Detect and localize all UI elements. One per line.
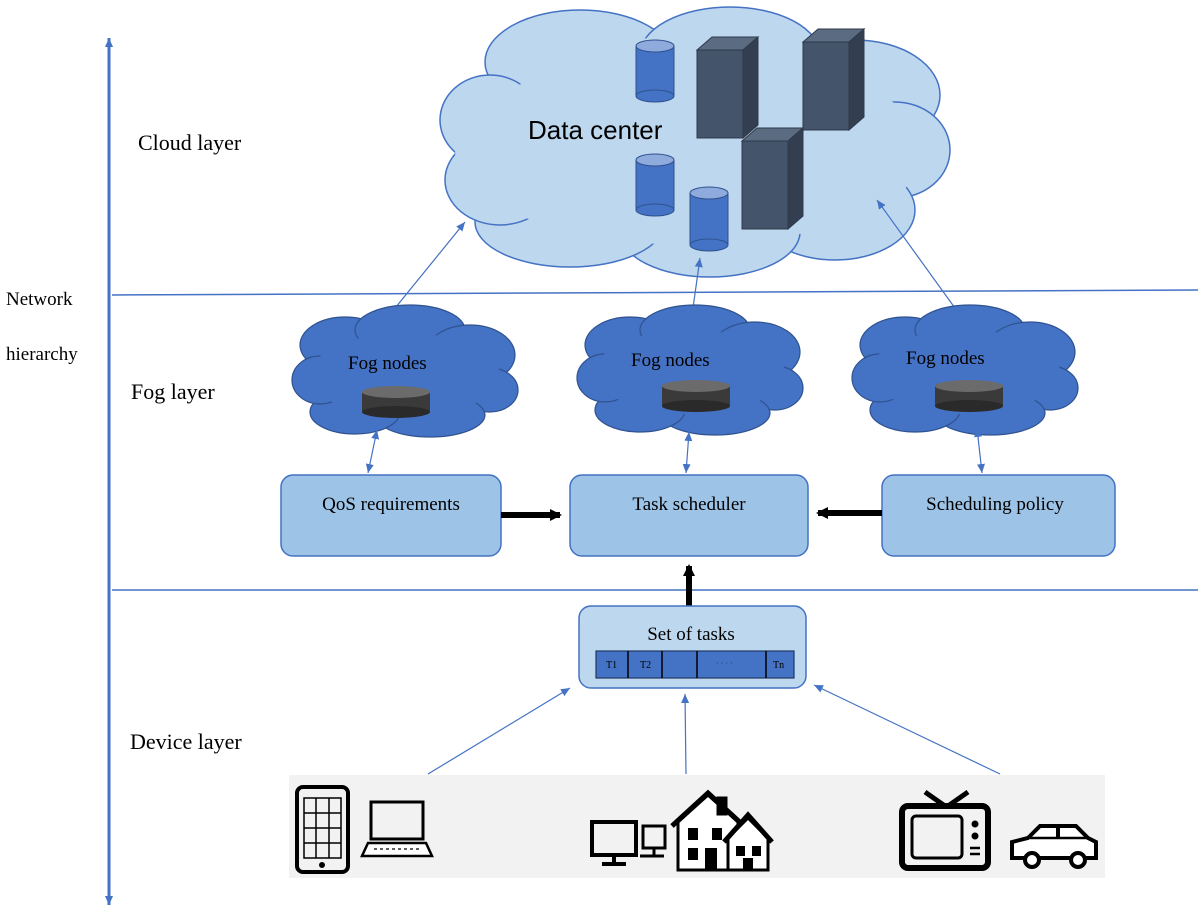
- set-of-tasks-box: Set of tasks T1 T2 · · · · Tn: [578, 605, 807, 689]
- qos-requirements-label: QoS requirements: [322, 494, 460, 515]
- cloud-fog-link: [386, 221, 466, 319]
- fog-node-label-3: Fog nodes: [906, 348, 985, 369]
- devices-to-tasks-link: [813, 684, 1001, 775]
- smartphone-icon: [295, 785, 350, 874]
- desktop-computers-icon: [590, 820, 667, 866]
- fog-node-cloud-1: [291, 304, 519, 438]
- server-icon: [801, 27, 866, 132]
- qos-requirements-box: QoS requirements: [280, 474, 502, 557]
- task-scheduler-label: Task scheduler: [632, 494, 746, 515]
- cloud-fog-link: [876, 199, 966, 323]
- fog-node-label-1: Fog nodes: [348, 353, 427, 374]
- server-icon: [695, 35, 760, 140]
- devices-to-tasks-link: [427, 687, 571, 775]
- cloud-layer-label: Cloud layer: [138, 130, 242, 155]
- task-cell-2: T2: [640, 660, 651, 671]
- scheduling-policy-box: Scheduling policy: [881, 474, 1116, 557]
- fog-scheduler-link: [682, 431, 693, 474]
- fog-node-cloud-3: [851, 304, 1079, 436]
- task-cell-n: Tn: [773, 660, 784, 671]
- fog-qos-link: [365, 429, 380, 474]
- task-scheduler-box: Task scheduler: [569, 474, 809, 557]
- server-icon: [740, 126, 805, 231]
- task-queue: [595, 650, 795, 679]
- axis-label-line2: hierarchy: [6, 344, 78, 365]
- devices-to-tasks-link: [681, 693, 690, 775]
- television-icon: [899, 789, 991, 871]
- scheduling-policy-label: Scheduling policy: [926, 494, 1064, 515]
- laptop-icon: [360, 800, 434, 858]
- database-icon: [635, 153, 675, 217]
- fog-storage-disk-icon: [935, 380, 1003, 412]
- database-icon: [635, 39, 675, 103]
- fog-storage-disk-icon: [662, 380, 730, 412]
- houses-icon: [670, 789, 774, 872]
- car-icon: [1010, 824, 1098, 869]
- task-cell-1: T1: [606, 660, 617, 671]
- database-icon: [689, 186, 729, 252]
- set-of-tasks-label: Set of tasks: [647, 624, 735, 645]
- cloud-fog-separator: [111, 289, 1199, 296]
- fog-node-cloud-2: [576, 304, 804, 436]
- fog-policy-link: [974, 427, 985, 474]
- fog-storage-disk-icon: [362, 386, 430, 418]
- fog-node-label-2: Fog nodes: [631, 350, 710, 371]
- task-cell-ellipsis: · · · ·: [716, 659, 733, 668]
- device-layer-label: Device layer: [130, 729, 242, 754]
- data-center-label: Data center: [528, 115, 663, 145]
- axis-label-line1: Network: [6, 289, 73, 310]
- fog-layer-label: Fog layer: [131, 379, 215, 404]
